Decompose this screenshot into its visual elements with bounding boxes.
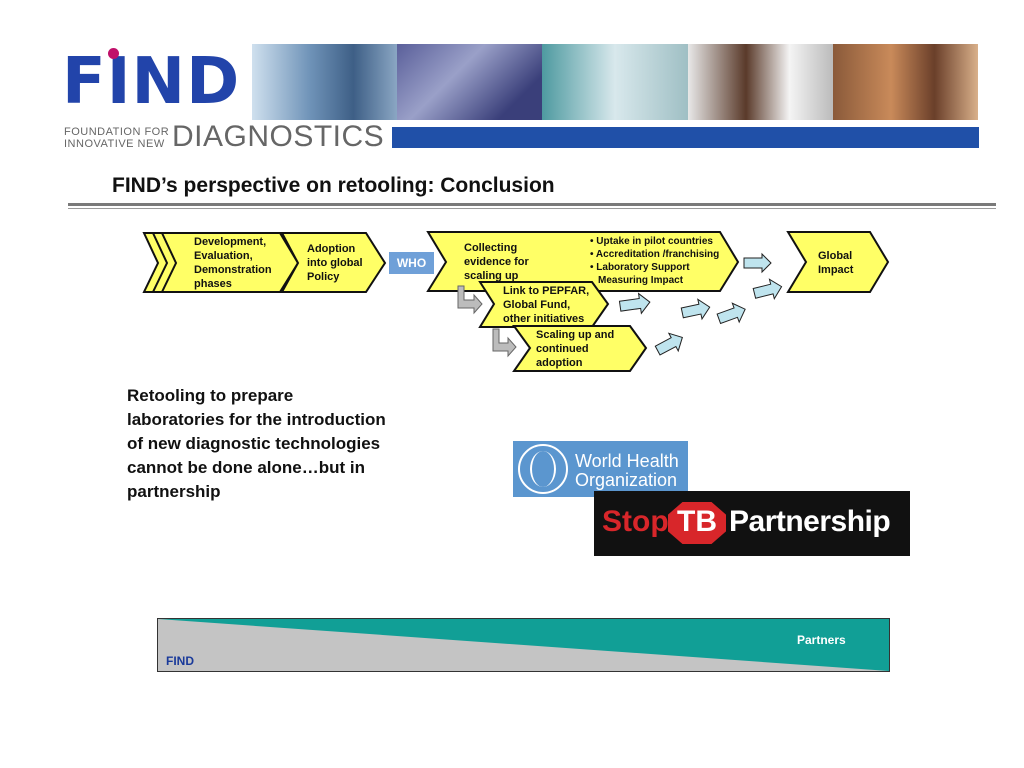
who-box: WHO: [389, 252, 434, 274]
wedge-partners-area: [158, 619, 889, 671]
conclusion-line-5: partnership: [127, 482, 221, 501]
find-logo-dot: [108, 48, 119, 59]
stage2-chevron: [280, 232, 387, 293]
progress-arrow-6: [654, 332, 683, 356]
progress-arrow-3: [680, 298, 711, 321]
photo-mother-children: [832, 44, 979, 120]
stage5-label: Scaling up and continued adoption: [536, 328, 614, 370]
stage2-label: Adoption into global Policy: [307, 242, 363, 284]
stage5-line-2: continued: [536, 343, 589, 355]
stage3-line-3: scaling up: [464, 270, 519, 282]
conclusion-text: Retooling to prepare laboratories for th…: [127, 384, 447, 504]
stage3-line-2: evidence for: [464, 256, 529, 268]
conclusion-line-3: of new diagnostic technologies: [127, 434, 381, 453]
bent-arrow-2: [492, 328, 517, 358]
partners-label: Partners: [797, 633, 846, 647]
title-rule-thin: [68, 208, 996, 209]
stoptb-logo: [594, 491, 910, 556]
who-logo-line-2: Organization: [575, 470, 678, 490]
stage6-chevron: [786, 231, 890, 293]
stoptb-tb-text: TB: [677, 505, 717, 538]
stage5-line-1: Scaling up and: [536, 329, 615, 341]
stage3-label: Collecting evidence for scaling up: [464, 241, 529, 283]
stage4-line-1: Link to PEPFAR,: [503, 285, 590, 297]
title-rule: [68, 203, 996, 206]
logo-small-line-1: FOUNDATION FOR: [64, 126, 170, 138]
find-logo-wordmark: FIND: [62, 45, 241, 119]
stage6-line-1: Global: [818, 250, 853, 262]
find-logo-subtitle-small: FOUNDATION FOR INNOVATIVE NEW: [64, 126, 169, 150]
process-flow-diagram: [142, 231, 890, 372]
find-partners-wedge: [157, 618, 890, 672]
who-logo-line-1: World Health: [575, 451, 679, 471]
stage4-line-2: Global Fund,: [503, 299, 571, 311]
stage1-line-2: Evaluation,: [194, 250, 253, 262]
conclusion-line-2: laboratories for the introduction: [127, 410, 386, 429]
photo-slide-glass: [397, 44, 543, 120]
conclusion-line-1: Retooling to prepare: [127, 386, 294, 405]
progress-arrow-5: [752, 278, 783, 301]
stage2-line-2: into global: [307, 257, 363, 269]
logo-small-line-2: INNOVATIVE NEW: [64, 138, 165, 150]
stoptb-stop-text: Stop: [602, 505, 669, 538]
bullet-item: Measuring Impact: [598, 275, 684, 286]
bullet-item: • Accreditation /franchising: [590, 249, 720, 260]
stage3-line-1: Collecting: [464, 242, 518, 254]
find-label: FIND: [166, 654, 194, 668]
progress-arrow-1: [743, 252, 772, 274]
progress-arrow-4: [716, 302, 746, 325]
stage1-chevron: [160, 232, 300, 293]
stage1-line-1: Development,: [194, 236, 267, 248]
stage4-line-3: other initiatives: [503, 313, 585, 325]
bent-arrow-1: [457, 285, 483, 315]
stage3-chevron: [426, 231, 740, 292]
who-emblem-icon: [518, 444, 568, 494]
bullet-item: • Laboratory Support: [590, 262, 690, 273]
find-logo-diagnostics: DIAGNOSTICS: [172, 120, 385, 153]
stage5-line-3: adoption: [536, 357, 583, 369]
conclusion-line-4: cannot be done alone…but in: [127, 458, 365, 477]
stoptb-octagon-icon: [668, 502, 726, 544]
bullet-item: • Uptake in pilot countries: [590, 236, 713, 247]
stoptb-partnership-text: Partnership: [729, 505, 891, 538]
stage3-bullet-list: • Uptake in pilot countries • Accreditat…: [590, 235, 719, 287]
stage6-label: Global Impact: [818, 249, 853, 277]
who-emblem-staff-icon: [530, 451, 556, 487]
stage5-chevron: [512, 325, 648, 372]
slide-title: FIND’s perspective on retooling: Conclus…: [112, 174, 555, 197]
wedge-border: [157, 618, 890, 672]
stage2-line-1: Adoption: [307, 243, 356, 255]
stage1-line-3: Demonstration: [194, 264, 272, 276]
photo-chest-xray: [252, 44, 398, 120]
header-blue-bar: [392, 127, 979, 148]
header-photo-strip: [252, 44, 979, 120]
stage2-line-3: Policy: [307, 271, 340, 283]
progress-arrow-2: [618, 292, 651, 315]
stage1-line-4: phases: [194, 278, 232, 290]
photo-lab-worker: [542, 44, 688, 120]
photo-microscope: [687, 44, 833, 120]
stage4-label: Link to PEPFAR, Global Fund, other initi…: [503, 284, 589, 326]
stage6-line-2: Impact: [818, 264, 854, 276]
stage1-label: Development, Evaluation, Demonstration p…: [194, 235, 272, 291]
